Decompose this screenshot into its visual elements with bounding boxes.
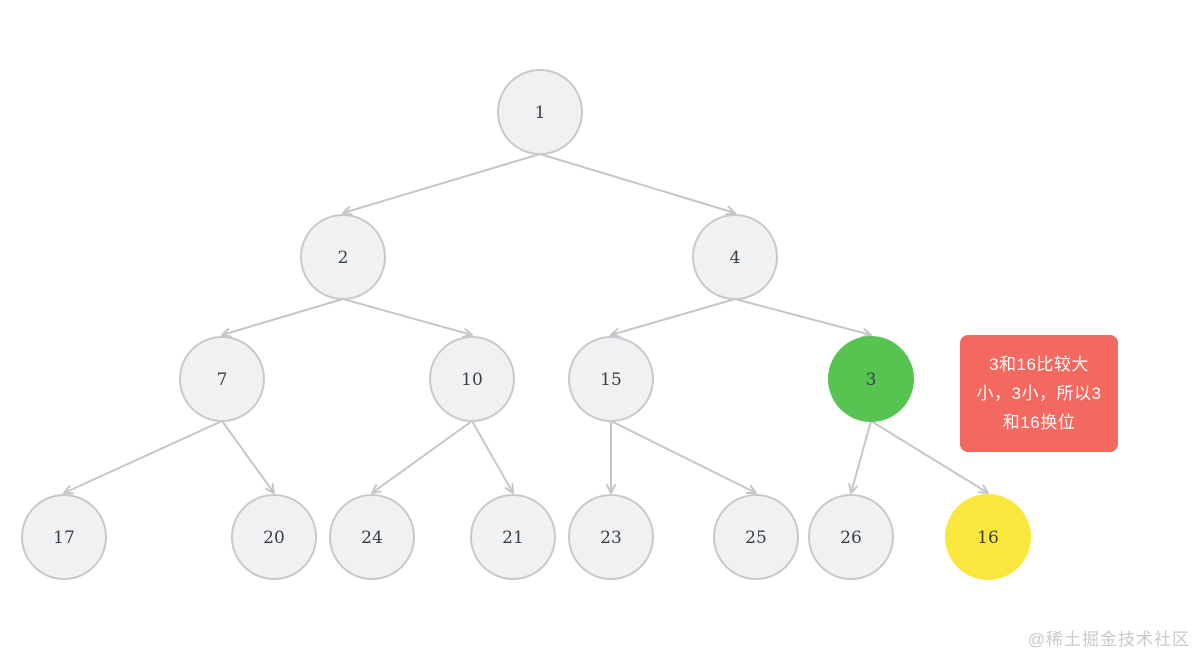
tree-node-label-17: 17	[53, 528, 75, 548]
tree-edge-10-24	[371, 420, 473, 494]
tree-node-label-4: 4	[730, 248, 741, 268]
tree-node-23: 23	[568, 494, 654, 580]
tree-node-25: 25	[713, 494, 799, 580]
tree-node-4: 4	[692, 214, 778, 300]
annotation-line: 3和16比较大	[989, 355, 1089, 374]
tree-node-circle-10	[429, 336, 515, 422]
tree-node-label-21: 21	[502, 528, 524, 548]
tree-edge-1-4	[539, 153, 736, 216]
annotation-line: 小，3小，所以3	[976, 384, 1102, 403]
tree-node-label-7: 7	[217, 370, 228, 390]
tree-edge-4-15	[610, 298, 736, 338]
tree-node-3: 3	[828, 336, 914, 422]
tree-edge-7-20	[221, 420, 275, 494]
tree-node-label-3: 3	[866, 370, 877, 390]
tree-node-label-16: 16	[977, 528, 999, 548]
tree-node-1: 1	[497, 69, 583, 155]
tree-node-label-23: 23	[600, 528, 622, 548]
tree-edge-4-3	[734, 298, 872, 338]
tree-node-2: 2	[300, 214, 386, 300]
edges-layer	[63, 153, 989, 495]
tree-node-circle-7	[179, 336, 265, 422]
tree-node-label-15: 15	[600, 370, 622, 390]
watermark: @稀土掘金技术社区	[1027, 630, 1190, 649]
tree-edge-10-21	[471, 420, 514, 494]
tree-edge-3-26	[848, 420, 872, 494]
tree-node-circle-26	[808, 494, 894, 580]
tree-node-20: 20	[231, 494, 317, 580]
tree-edge-2-10	[342, 298, 473, 338]
tree-edge-2-7	[221, 298, 344, 338]
tree-node-circle-16	[945, 494, 1031, 580]
tree-node-label-24: 24	[361, 528, 383, 548]
tree-node-circle-2	[300, 214, 386, 300]
tree-node-circle-20	[231, 494, 317, 580]
tree-node-circle-1	[497, 69, 583, 155]
tree-node-circle-21	[470, 494, 556, 580]
tree-node-16: 16	[945, 494, 1031, 580]
tree-node-26: 26	[808, 494, 894, 580]
tree-node-circle-3	[828, 336, 914, 422]
tree-node-circle-23	[568, 494, 654, 580]
tree-edge-1-2	[342, 153, 541, 216]
tree-node-circle-24	[329, 494, 415, 580]
tree-node-circle-15	[568, 336, 654, 422]
annotation-line: 和16换位	[1002, 413, 1076, 432]
tree-node-label-20: 20	[263, 528, 285, 548]
tree-node-label-26: 26	[840, 528, 862, 548]
tree-node-24: 24	[329, 494, 415, 580]
annotation-box: 3和16比较大 小，3小，所以3 和16换位	[960, 335, 1118, 452]
tree-node-circle-25	[713, 494, 799, 580]
tree-node-circle-4	[692, 214, 778, 300]
tree-node-label-25: 25	[745, 528, 767, 548]
tree-node-7: 7	[179, 336, 265, 422]
tree-node-label-2: 2	[338, 248, 349, 268]
tree-edge-7-17	[63, 420, 223, 495]
tree-node-label-1: 1	[535, 103, 546, 123]
tree-node-10: 10	[429, 336, 515, 422]
tree-node-label-10: 10	[461, 370, 483, 390]
tree-edge-3-16	[870, 420, 989, 494]
tree-node-circle-17	[21, 494, 107, 580]
tree-node-21: 21	[470, 494, 556, 580]
tree-node-17: 17	[21, 494, 107, 580]
tree-edge-15-25	[610, 420, 757, 495]
tree-node-15: 15	[568, 336, 654, 422]
